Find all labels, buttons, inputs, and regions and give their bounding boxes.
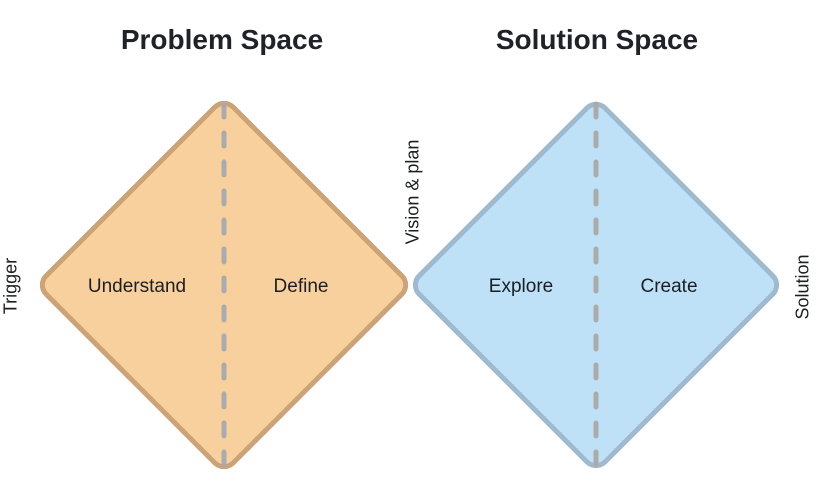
problem-space-title: Problem Space xyxy=(120,24,324,55)
phase-label-explore: Explore xyxy=(488,276,554,297)
milestone-label-trigger: Trigger xyxy=(0,257,21,315)
phase-label-create: Create xyxy=(640,276,698,297)
solution-space-title: Solution Space xyxy=(495,24,699,55)
milestone-label-solution: Solution xyxy=(792,254,813,320)
milestone-label-vision-and-plan: Vision & plan xyxy=(402,139,423,245)
phase-label-define: Define xyxy=(273,276,329,297)
phase-label-understand: Understand xyxy=(87,276,187,297)
